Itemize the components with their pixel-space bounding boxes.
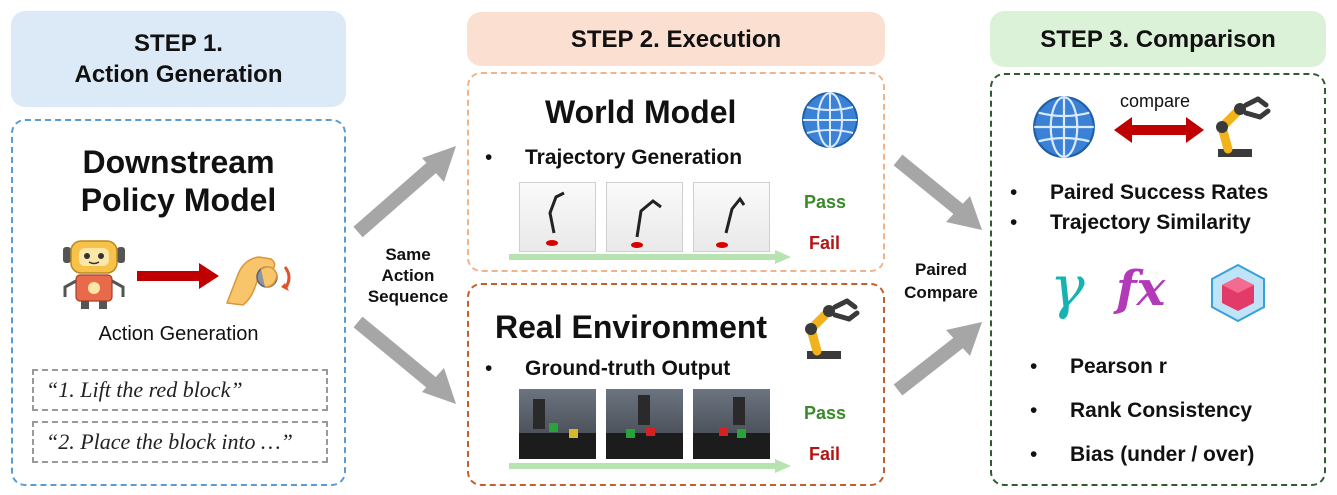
- step3-header-text: STEP 3. Comparison: [1040, 25, 1276, 53]
- policy-title-line1: Downstream: [82, 144, 275, 180]
- robot-arm-icon: [805, 298, 860, 359]
- policy-title-line2: Policy Model: [80, 182, 277, 218]
- same-action-sequence-label: Same Action Sequence: [358, 244, 458, 307]
- world-timeline-arrow: [509, 250, 791, 264]
- ground-truth-text: Ground-truth Output: [525, 357, 731, 380]
- bullet-dot: •: [1010, 181, 1018, 204]
- sim-frame-3: [693, 182, 770, 252]
- sim-frame-2: [606, 182, 683, 252]
- connector-arrowhead-upper: [422, 146, 456, 182]
- connector-arrow-upper: [353, 156, 443, 238]
- generation-arrow: [137, 263, 219, 289]
- metric-bullet-4: • Rank Consistency: [1030, 399, 1252, 423]
- metric-bullet-1: • Paired Success Rates: [1010, 181, 1268, 205]
- bullet-dot: •: [1030, 399, 1038, 422]
- connector-arrowhead-lower: [422, 368, 456, 404]
- paired-label-line2: Compare: [904, 283, 978, 302]
- real-fail-label: Fail: [809, 444, 841, 464]
- connector-arrow-lower: [353, 316, 443, 394]
- metric-bullet-2: • Trajectory Similarity: [1010, 211, 1251, 235]
- real-frame-1: [519, 389, 596, 459]
- real-frame-2: [606, 389, 683, 459]
- world-model-title: World Model: [545, 94, 737, 130]
- connector-arrow-lower-right: [893, 334, 967, 396]
- connector-arrows-right: [893, 154, 982, 396]
- pearson-r-text: Pearson r: [1070, 355, 1167, 378]
- connector-arrows-left: [353, 146, 456, 404]
- bullet-dot: •: [1030, 355, 1038, 378]
- world-fail-label: Fail: [809, 233, 841, 253]
- real-frame-3: [693, 389, 770, 459]
- world-model-panel: World Model • Trajectory Generation Pass…: [467, 72, 885, 272]
- metric-bullet-5: • Bias (under / over): [1030, 443, 1254, 467]
- paired-label-line1: Paired: [915, 260, 967, 279]
- policy-model-title: Downstream Policy Model: [13, 143, 344, 219]
- globe-icon: [1033, 96, 1095, 158]
- step3-header: STEP 3. Comparison: [990, 11, 1326, 67]
- step1-header: STEP 1. Action Generation: [11, 11, 346, 107]
- rank-consistency-text: Rank Consistency: [1070, 399, 1253, 422]
- connector-arrowhead-lower-right: [946, 322, 982, 356]
- paired-compare-label: Paired Compare: [898, 258, 984, 304]
- same-label-line2: Action: [381, 266, 435, 285]
- same-label-line1: Same: [385, 245, 431, 264]
- real-env-title: Real Environment: [495, 309, 768, 345]
- real-bullet: • Ground-truth Output: [485, 357, 730, 381]
- cube-icon: [1211, 263, 1265, 323]
- instruction-1: “1. Lift the red block”: [32, 369, 328, 411]
- paired-success-rates-text: Paired Success Rates: [1050, 181, 1269, 204]
- compare-label: compare: [1120, 91, 1191, 111]
- function-icon: fx: [1116, 261, 1166, 317]
- real-env-panel: Real Environment • Ground-truth Output P…: [467, 283, 885, 486]
- robot-arm-icon: [1216, 96, 1271, 157]
- action-generation-caption: Action Generation: [98, 323, 259, 345]
- hand-grab-icon: [225, 256, 291, 306]
- trajectory-generation-text: Trajectory Generation: [525, 146, 743, 169]
- real-pass-label: Pass: [804, 403, 847, 423]
- world-pass-label: Pass: [804, 192, 847, 212]
- step1-header-line2: Action Generation: [74, 61, 283, 88]
- same-label-line3: Sequence: [367, 287, 449, 306]
- bias-text: Bias (under / over): [1070, 443, 1255, 466]
- step2-header-text: STEP 2. Execution: [570, 25, 782, 53]
- connector-arrow-upper-right: [893, 154, 967, 218]
- compare-double-arrow: [1114, 117, 1204, 143]
- step1-header-line1: STEP 1.: [134, 30, 223, 57]
- step2-header: STEP 2. Execution: [467, 12, 885, 66]
- gamma-icon: γ: [1050, 253, 1085, 321]
- step3-panel: compare • Paired Success Rates • Traject…: [990, 73, 1326, 486]
- metric-bullet-3: • Pearson r: [1030, 355, 1167, 379]
- bullet-dot: •: [485, 146, 493, 169]
- globe-icon: [802, 92, 858, 148]
- connector-arrowhead-upper-right: [946, 196, 982, 230]
- bullet-dot: •: [485, 357, 493, 380]
- sim-frame-1: [519, 182, 596, 252]
- instruction-2: “2. Place the block into …”: [32, 421, 328, 463]
- real-timeline-arrow: [509, 459, 791, 473]
- world-bullet: • Trajectory Generation: [485, 146, 742, 170]
- bullet-dot: •: [1030, 443, 1038, 466]
- robot-icon: [63, 240, 125, 309]
- bullet-dot: •: [1010, 211, 1018, 234]
- trajectory-similarity-text: Trajectory Similarity: [1050, 211, 1251, 234]
- step1-panel: Downstream Policy Model Action Generatio…: [11, 119, 346, 486]
